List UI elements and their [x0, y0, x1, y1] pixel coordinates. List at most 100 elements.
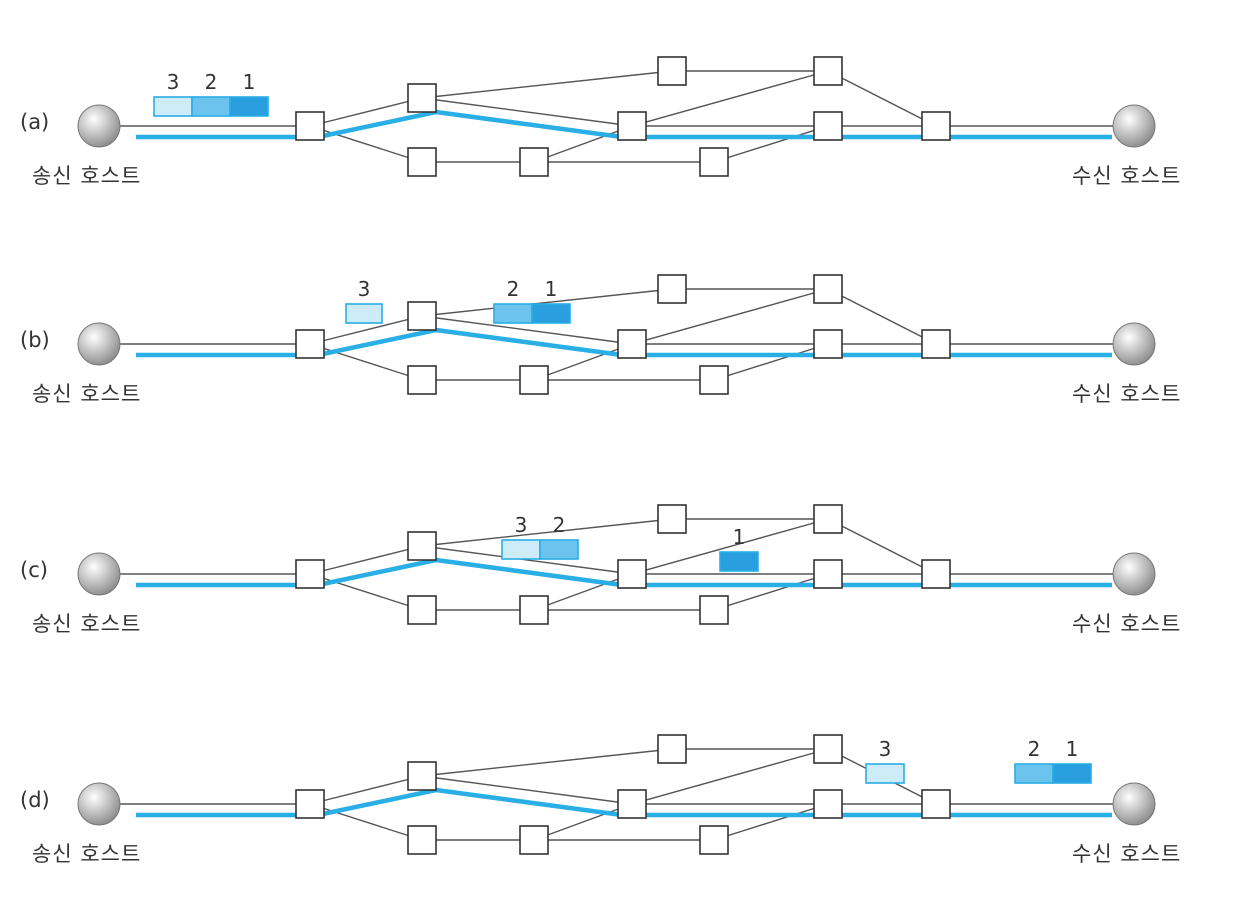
router-node: [407, 825, 437, 855]
packet-1: [229, 96, 269, 117]
network-link: [421, 97, 633, 127]
router-node: [813, 329, 843, 359]
network-link: [533, 803, 633, 841]
router-node: [407, 83, 437, 113]
network-link: [827, 518, 937, 575]
panel-label-b: (b): [20, 328, 50, 352]
router-node: [617, 789, 647, 819]
router-node: [657, 504, 687, 534]
router-node: [657, 734, 687, 764]
receiver-host-label: 수신 호스트: [1072, 382, 1182, 406]
router-node: [407, 301, 437, 331]
router-node: [813, 559, 843, 589]
sender-host-label: 송신 호스트: [32, 382, 142, 406]
router-node: [617, 559, 647, 589]
packet-2: [539, 539, 579, 560]
network-link: [309, 573, 423, 611]
receiver-host-label: 수신 호스트: [1072, 612, 1182, 636]
receiver-host-icon: [1112, 552, 1156, 596]
packet-number-label: 1: [243, 70, 256, 94]
router-node: [813, 56, 843, 86]
packet-number-label: 3: [515, 513, 528, 537]
network-link: [309, 315, 423, 345]
sender-host-label: 송신 호스트: [32, 164, 142, 188]
receiver-host-label: 수신 호스트: [1072, 164, 1182, 188]
packet-number-label: 2: [507, 277, 520, 301]
network-link: [421, 748, 673, 777]
sender-host-label: 송신 호스트: [32, 842, 142, 866]
network-link: [309, 125, 423, 163]
network-link: [533, 343, 633, 381]
network-link: [421, 545, 633, 575]
packet-2: [1014, 763, 1054, 784]
receiver-host-icon: [1112, 782, 1156, 826]
router-node: [813, 274, 843, 304]
network-link: [309, 343, 423, 381]
network-link: [421, 775, 633, 805]
router-node: [921, 789, 951, 819]
router-node: [295, 329, 325, 359]
network-link: [631, 748, 829, 805]
packet-3: [153, 96, 193, 117]
network-link: [631, 70, 829, 127]
packet-3: [865, 763, 905, 784]
sender-host-icon: [77, 552, 121, 596]
panel-label-c: (c): [20, 558, 48, 582]
network-link: [827, 70, 937, 127]
router-node: [813, 111, 843, 141]
network-link: [421, 518, 673, 547]
network-panel: 3 2 1: [77, 274, 1156, 395]
network-link: [309, 545, 423, 575]
router-node: [699, 825, 729, 855]
router-node: [921, 559, 951, 589]
network-link: [421, 70, 673, 99]
router-node: [657, 56, 687, 86]
packet-3: [345, 303, 383, 324]
network-link: [713, 125, 829, 163]
packet-number-label: 1: [1066, 737, 1079, 761]
network-panel: 3 2 1: [77, 734, 1156, 855]
network-link: [309, 803, 423, 841]
router-node: [921, 329, 951, 359]
network-panel: 3 2 1: [77, 504, 1156, 625]
packet-3: [501, 539, 541, 560]
receiver-host-icon: [1112, 322, 1156, 366]
receiver-host-icon: [1112, 104, 1156, 148]
packet-number-label: 3: [879, 737, 892, 761]
network-link: [631, 518, 829, 575]
router-node: [407, 531, 437, 561]
router-node: [407, 147, 437, 177]
sender-host-label: 송신 호스트: [32, 612, 142, 636]
network-link: [533, 125, 633, 163]
network-link: [713, 343, 829, 381]
router-node: [519, 825, 549, 855]
panel-label-d: (d): [20, 788, 50, 812]
router-node: [407, 761, 437, 791]
packet-number-label: 2: [1028, 737, 1041, 761]
network-link: [309, 97, 423, 127]
router-node: [699, 365, 729, 395]
packet-number-label: 3: [167, 70, 180, 94]
sender-host-icon: [77, 104, 121, 148]
router-node: [699, 595, 729, 625]
router-node: [813, 789, 843, 819]
network-link: [631, 288, 829, 345]
packet-number-label: 1: [733, 525, 746, 549]
network-link: [713, 803, 829, 841]
router-node: [617, 329, 647, 359]
router-node: [519, 595, 549, 625]
receiver-host-label: 수신 호스트: [1072, 842, 1182, 866]
packet-number-label: 1: [545, 277, 558, 301]
network-link: [421, 288, 673, 317]
router-node: [657, 274, 687, 304]
packet-2: [493, 303, 533, 324]
router-node: [813, 504, 843, 534]
packet-number-label: 3: [358, 277, 371, 301]
packet-1: [719, 551, 759, 572]
packet-number-label: 2: [553, 513, 566, 537]
network-link: [533, 573, 633, 611]
packet-2: [191, 96, 231, 117]
router-node: [519, 365, 549, 395]
router-node: [699, 147, 729, 177]
